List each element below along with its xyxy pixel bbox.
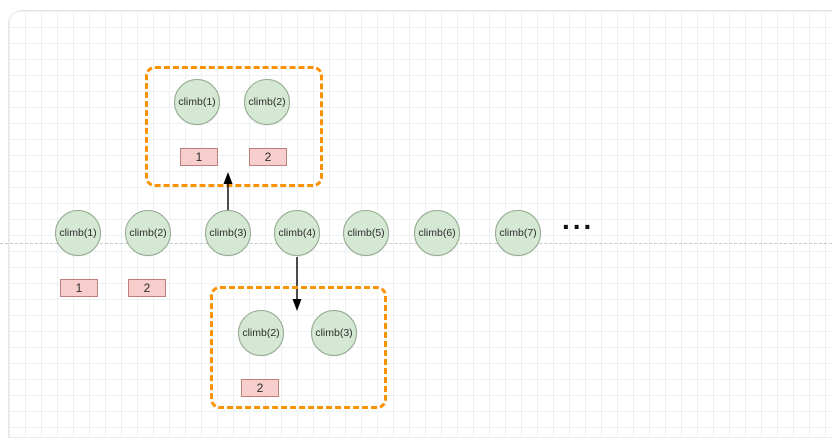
main-node-climb-5: climb(5) xyxy=(343,210,389,256)
top-group-node-climb-2: climb(2) xyxy=(244,79,290,125)
top-group-node-climb-1: climb(1) xyxy=(174,79,220,125)
main-node-climb-6: climb(6) xyxy=(414,210,460,256)
ellipsis-label: ... xyxy=(562,204,595,235)
main-result-badge-2: 2 xyxy=(128,279,166,297)
main-node-climb-4: climb(4) xyxy=(274,210,320,256)
main-node-climb-2: climb(2) xyxy=(125,210,171,256)
main-result-badge-1: 1 xyxy=(60,279,98,297)
bottom-group-node-climb-3: climb(3) xyxy=(311,310,357,356)
main-node-climb-1: climb(1) xyxy=(55,210,101,256)
top-subproblem-group xyxy=(145,66,323,187)
down-arrow xyxy=(292,257,302,311)
bottom-subproblem-group xyxy=(210,286,387,409)
main-node-climb-3: climb(3) xyxy=(205,210,251,256)
main-node-climb-7: climb(7) xyxy=(495,210,541,256)
bottom-group-result-badge: 2 xyxy=(241,379,279,397)
top-group-result-badge-1: 1 xyxy=(180,148,218,166)
bottom-group-node-climb-2: climb(2) xyxy=(238,310,284,356)
top-group-result-badge-2: 2 xyxy=(249,148,287,166)
up-arrow xyxy=(223,172,233,210)
